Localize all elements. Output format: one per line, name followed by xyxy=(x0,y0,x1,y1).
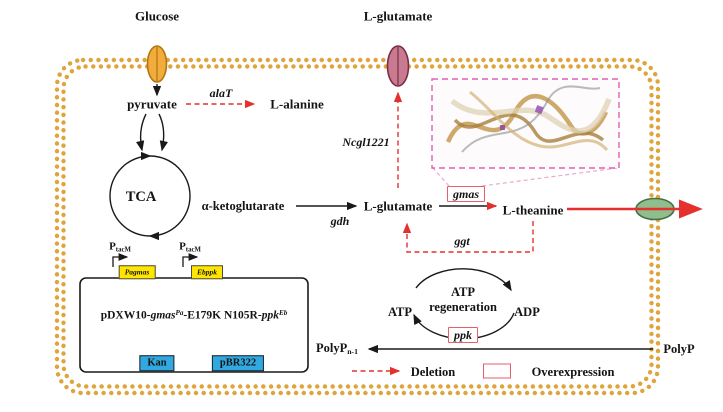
alat-gene-label: alaT xyxy=(209,86,233,100)
gdh-gene-label: gdh xyxy=(330,214,350,228)
l-glutamate-mid-label: L-glutamate xyxy=(363,198,433,214)
callout-line-right xyxy=(481,167,618,187)
promoter2-subscript: tacM xyxy=(185,246,201,254)
arrow-pyruvate-to-tca-1 xyxy=(135,113,147,152)
promoter1-base: P xyxy=(109,240,116,253)
promoter-label-2: PtacM xyxy=(179,240,201,255)
cell-membrane xyxy=(54,57,661,396)
plasmid-gene2-sup: Eb xyxy=(278,308,288,317)
kan-marker-box: Kan xyxy=(139,355,175,371)
adp-label: ADP xyxy=(514,304,540,319)
legend-deletion-label: Deletion xyxy=(410,364,456,379)
plasmid-gene1-sup: Pa xyxy=(175,308,184,317)
ggt-gene-label: ggt xyxy=(454,234,470,248)
cassette-gmas-box: Pagmas xyxy=(118,265,156,279)
plasmid-name-middle: -E179K N105R- xyxy=(183,309,262,322)
atp-label: ATP xyxy=(387,304,413,319)
promoter-label-1: PtacM xyxy=(109,240,131,255)
ppk-overexpression-box: ppk xyxy=(448,327,478,343)
l-alanine-label: L-alanine xyxy=(270,96,324,112)
gmas-gene-label: gmas xyxy=(452,187,480,201)
polyp-n1-label: PolyPn-1 xyxy=(316,342,358,356)
arrow-pyruvate-to-tca-2 xyxy=(158,113,169,152)
arrow-ggt-deletion xyxy=(402,221,534,253)
plasmid-gene1: gmas xyxy=(150,309,176,322)
cassette-ppk-box: Ebppk xyxy=(190,265,224,279)
polyp-n1-base: PolyP xyxy=(315,341,348,356)
plasmid-map xyxy=(79,277,309,373)
tca-label: TCA xyxy=(125,188,157,205)
plasmid-name: pDXW10-gmasPa-E179K N105R-ppkEb xyxy=(100,308,288,322)
glucose-transporter-icon xyxy=(146,45,168,83)
gmas-overexpression-box: gmas xyxy=(446,186,486,202)
promoter1-subscript: tacM xyxy=(115,246,131,254)
ppk-gene-label: ppk xyxy=(454,328,472,342)
glucose-label: Glucose xyxy=(134,8,180,24)
legend-overexpression-label: Overexpression xyxy=(531,364,615,379)
alpha-ketoglutarate-label: α-ketoglutarate xyxy=(201,198,285,213)
promoter-arrow-1 xyxy=(112,253,129,267)
legend-overexpression-box xyxy=(483,363,511,379)
atp-regen-label-line2: regeneration xyxy=(429,299,497,314)
polyp-outer-label: PolyP xyxy=(663,341,695,356)
pbr322-marker-box: pBR322 xyxy=(211,355,265,371)
plasmid-name-prefix: pDXW10- xyxy=(100,309,151,322)
atp-regen-label-line1: ATP xyxy=(450,284,476,299)
plasmid-gene2: ppk xyxy=(261,309,279,322)
glutamate-exporter-icon xyxy=(386,45,410,87)
ncgl1221-gene-label: Ncgl1221 xyxy=(342,135,390,149)
polyp-n1-subscript: n-1 xyxy=(347,347,359,357)
protein-structure-image xyxy=(431,78,620,169)
promoter2-base: P xyxy=(179,240,186,253)
pyruvate-label: pyruvate xyxy=(127,96,177,112)
l-glutamate-top-label: L-glutamate xyxy=(363,8,433,24)
tca-cycle-arrows xyxy=(109,151,191,241)
promoter-arrow-2 xyxy=(182,253,199,267)
l-theanine-label: L-theanine xyxy=(502,202,564,218)
callout-line-left xyxy=(432,167,450,187)
